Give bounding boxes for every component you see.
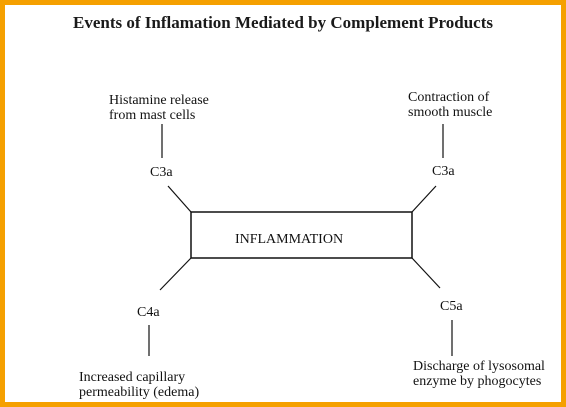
connector-bottom-right-box [411,257,441,289]
effect-top-right-line2: smooth muscle [408,105,493,120]
mediator-top-right: C3a [432,164,455,179]
effect-bottom-right-line2: enzyme by phogocytes [413,374,542,389]
inflammation-label: INFLAMMATION [235,232,343,247]
diagram-title: Events of Inflamation Mediated by Comple… [73,13,493,32]
effect-bottom-left-line1: Increased capillary [79,370,186,385]
inflammation-box [190,211,413,259]
mediator-top-left: C3a [150,165,173,180]
effect-top-left-line1: Histamine release [109,93,209,108]
connector-top-left-box [167,185,192,213]
mediator-bottom-left: C4a [137,305,160,320]
connector-bottom-left-box [159,257,192,291]
mediator-bottom-right: C5a [440,299,463,314]
effect-top-left-line2: from mast cells [109,108,196,123]
effect-bottom-right-line1: Discharge of lysosomal [413,359,545,374]
effect-top-right-line1: Contraction of [408,90,490,105]
connector-top-right-box [411,185,437,213]
effect-bottom-left-line2: permeability (edema) [79,385,200,400]
